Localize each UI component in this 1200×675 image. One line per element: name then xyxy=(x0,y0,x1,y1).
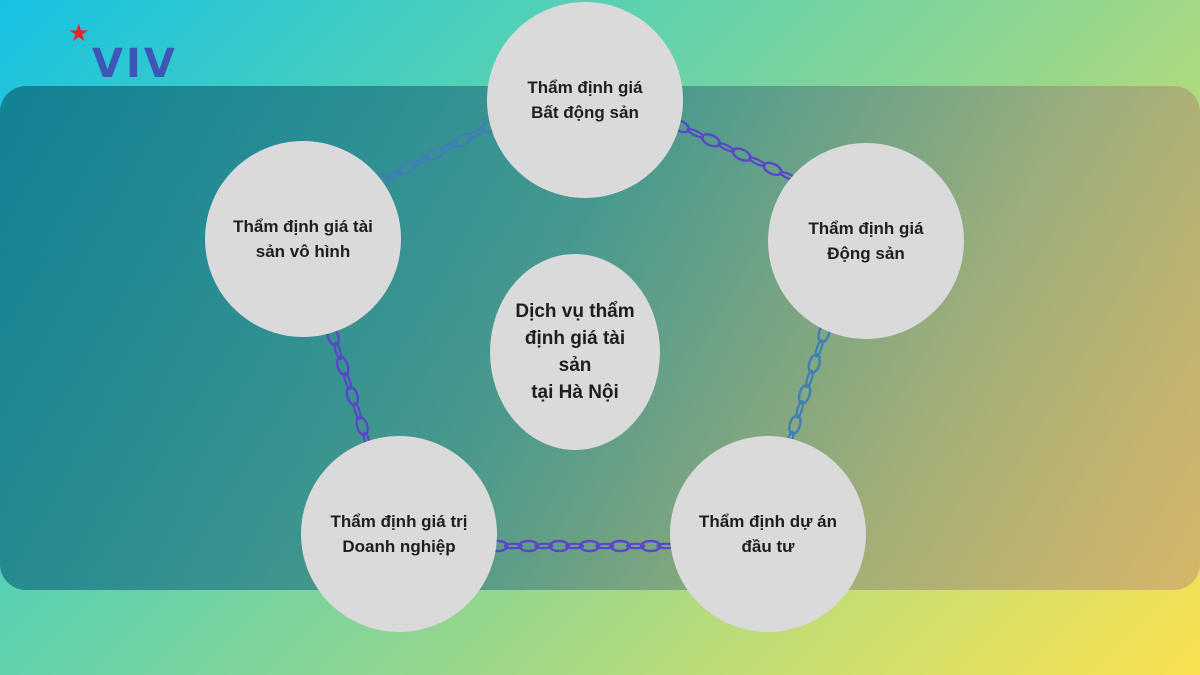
chain-right-bottom xyxy=(785,322,831,450)
chain-link xyxy=(425,146,445,162)
node-intangible-asset-valuation: Thẩm định giá tài sản vô hình xyxy=(205,141,401,337)
chain-link xyxy=(609,539,631,553)
chain-link xyxy=(788,414,802,436)
chain-link xyxy=(814,339,824,358)
node-label: Thẩm định giá Động sản xyxy=(808,219,924,263)
chain-link xyxy=(385,169,403,181)
chain-link xyxy=(452,132,473,148)
chain-link xyxy=(335,355,350,377)
center-label: Dịch vụ thẩm định giá tài sản tại Hà Nội xyxy=(515,301,635,403)
chain-link xyxy=(625,542,646,550)
node-investment-project-appraisal: Thẩm định dự án đầu tư xyxy=(670,436,866,632)
chain-link xyxy=(578,539,601,553)
chain-link xyxy=(795,400,805,419)
logo: ★ VIV xyxy=(68,20,188,87)
chain-left-top xyxy=(370,118,500,190)
chain-link xyxy=(807,353,822,374)
node-label: Thẩm định giá tài sản vô hình xyxy=(233,217,373,261)
chain-link xyxy=(467,127,486,139)
chain-link xyxy=(412,155,431,167)
chain-top-right xyxy=(669,118,797,182)
chain-link xyxy=(333,341,343,361)
star-icon: ★ xyxy=(68,20,90,47)
chain-link xyxy=(397,160,418,176)
chain-link xyxy=(343,371,353,391)
logo-text: VIV xyxy=(92,41,178,87)
chain-link xyxy=(440,141,458,153)
chain-link xyxy=(804,369,814,389)
chain-left-bottom xyxy=(326,325,372,451)
chain-link xyxy=(355,415,369,437)
node-label: Thẩm định giá trị Doanh nghiệp xyxy=(330,512,468,556)
chain-link xyxy=(564,542,585,550)
chain-link xyxy=(534,542,554,550)
center-node: Dịch vụ thẩm định giá tài sản tại Hà Nội xyxy=(490,254,660,450)
node-business-valuation: Thẩm định giá trị Doanh nghiệp xyxy=(301,436,497,632)
node-label: Thẩm định giá Bất động sản xyxy=(527,78,643,122)
chain-link xyxy=(345,385,360,407)
chain-link xyxy=(352,401,362,421)
chain-link xyxy=(503,542,523,550)
chain-bottom xyxy=(487,539,676,553)
node-real-estate-valuation: Thẩm định giá Bất động sản xyxy=(487,2,683,198)
node-label: Thẩm định dự án đầu tư xyxy=(699,512,837,556)
chain-link xyxy=(797,383,812,405)
chain-link xyxy=(595,542,615,550)
chain-link xyxy=(517,539,540,553)
node-movable-asset-valuation: Thẩm định giá Động sản xyxy=(768,143,964,339)
chain-link xyxy=(640,539,662,553)
chain-link xyxy=(548,539,570,553)
